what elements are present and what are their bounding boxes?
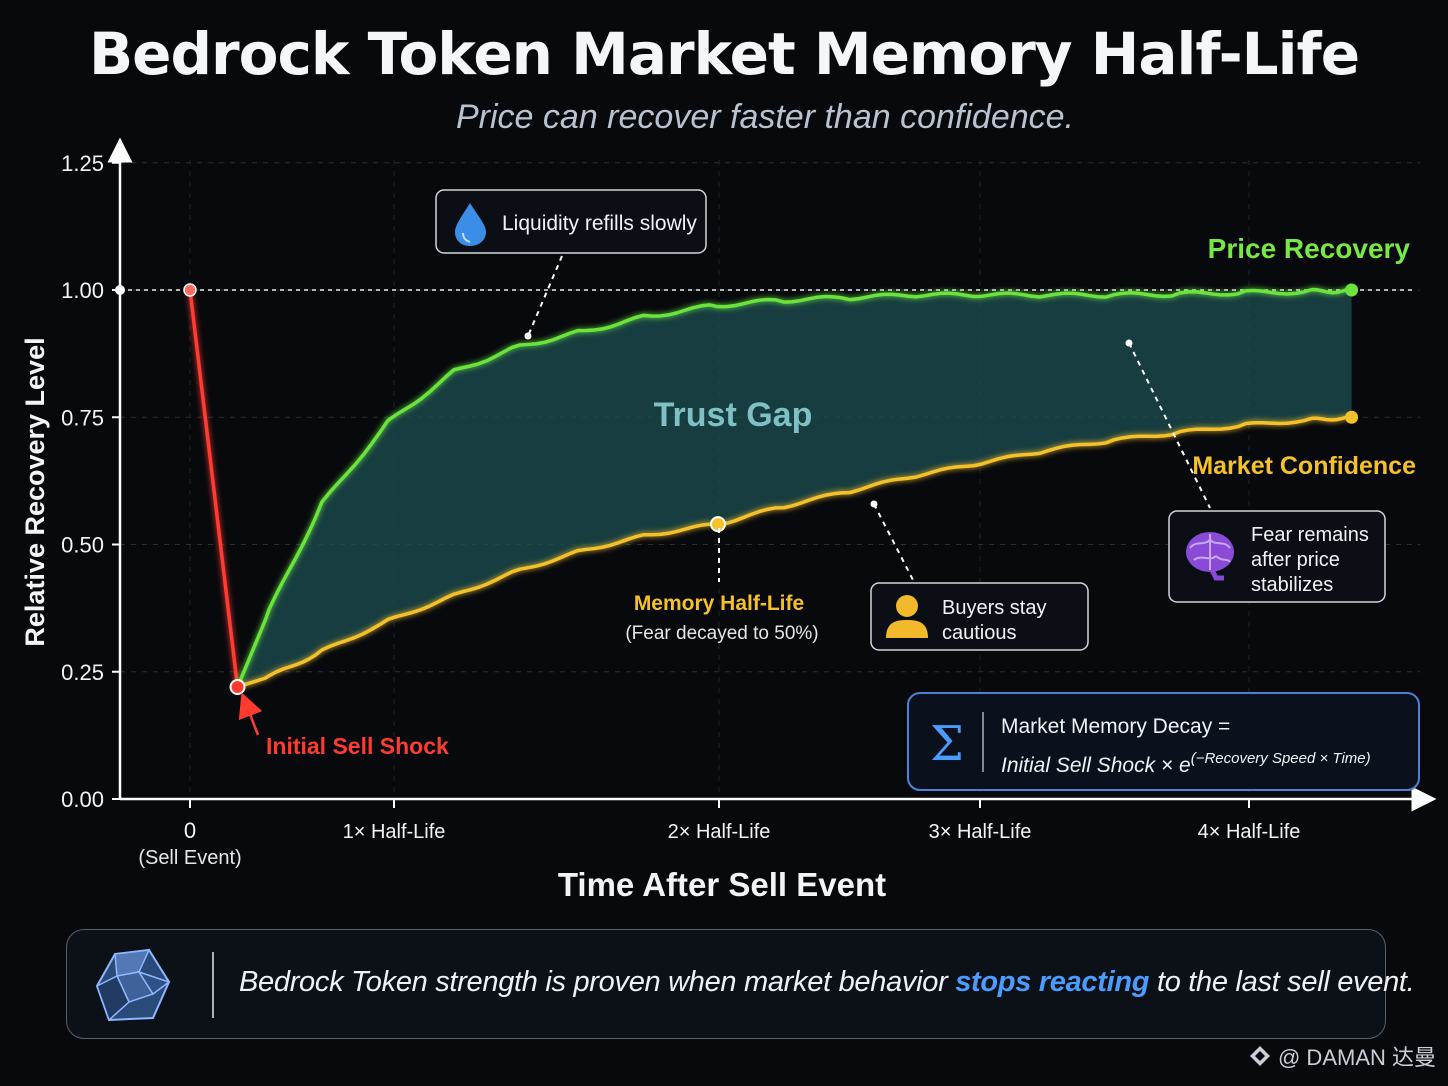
gem-icon bbox=[95, 948, 171, 1022]
trust-gap-area bbox=[237, 289, 1352, 688]
price-end-marker bbox=[1345, 283, 1359, 297]
y-tick-label: 1.00 bbox=[61, 278, 104, 303]
buyers-text-2: cautious bbox=[942, 622, 1017, 644]
sigma-icon: Σ bbox=[930, 716, 964, 772]
brain-icon bbox=[1186, 532, 1234, 581]
y-tick-label: 0.00 bbox=[61, 787, 104, 812]
x-tick-label: 1× Half-Life bbox=[343, 821, 446, 843]
formula-exponent: (−Recovery Speed × Time) bbox=[1191, 750, 1371, 767]
shock-label: Initial Sell Shock bbox=[266, 733, 449, 759]
x-axis-label: Time After Sell Event bbox=[558, 866, 886, 903]
recovery-chart: 1.25 1.00 0.75 0.50 0.25 0.00 0 1× Half-Life 2×… bbox=[20, 137, 1437, 903]
watermark-text: @ DAMAN 达曼 bbox=[1277, 1045, 1436, 1070]
x-tick-label: 3× Half-Life bbox=[929, 821, 1032, 843]
x-tick-labels: 0 1× Half-Life 2× Half-Life 3× Half-Life 4× … bbox=[138, 799, 1300, 869]
x-tick-label: 2× Half-Life bbox=[668, 821, 771, 843]
footer-msg-before: Bedrock Token strength is proven when ma… bbox=[239, 966, 956, 998]
shock-arrow bbox=[238, 692, 263, 736]
formula-base: Initial Sell Shock × e bbox=[1001, 754, 1191, 777]
origin-marker bbox=[115, 285, 125, 295]
diamond-logo-icon bbox=[1249, 1046, 1270, 1066]
watermark: @ DAMAN 达曼 bbox=[1248, 1040, 1436, 1072]
fear-text-1: Fear remains bbox=[1251, 524, 1369, 546]
page-subtitle: Price can recover faster than confidence… bbox=[456, 98, 1074, 136]
shock-line bbox=[188, 289, 240, 688]
series-label-confidence: Market Confidence bbox=[1192, 452, 1416, 480]
trust-gap-label: Trust Gap bbox=[654, 396, 813, 434]
formula-line-2: Initial Sell Shock × e(−Recovery Speed ×… bbox=[1001, 750, 1371, 777]
fear-text-3: stabilizes bbox=[1251, 574, 1333, 596]
liquidity-pointer bbox=[527, 255, 563, 337]
y-tick-label: 0.50 bbox=[61, 533, 104, 558]
x-tick-sublabel: (Sell Event) bbox=[138, 847, 241, 869]
confidence-end-marker bbox=[1345, 410, 1359, 424]
series-label-price: Price Recovery bbox=[1208, 233, 1411, 264]
fear-pointer bbox=[1128, 342, 1211, 509]
footer-msg-highlight: stops reacting bbox=[955, 966, 1150, 998]
y-tick-label: 1.25 bbox=[61, 151, 104, 176]
formula-line-1: Market Memory Decay = bbox=[1001, 715, 1230, 738]
person-icon bbox=[886, 595, 928, 638]
buyers-pointer bbox=[873, 503, 914, 581]
liquidity-callout bbox=[435, 189, 707, 254]
halflife-sublabel: (Fear decayed to 50%) bbox=[625, 623, 818, 644]
footer-message: Bedrock Token strength is proven when ma… bbox=[239, 966, 1415, 999]
x-tick-label: 4× Half-Life bbox=[1198, 821, 1301, 843]
footer-msg-after: to the last sell event. bbox=[1149, 966, 1415, 998]
footer-banner: Bedrock Token strength is proven when ma… bbox=[66, 929, 1415, 1039]
y-tick-label: 0.25 bbox=[61, 660, 104, 685]
series-line-price bbox=[235, 287, 1352, 688]
y-tick-label: 0.75 bbox=[61, 405, 104, 430]
halflife-label: Memory Half-Life bbox=[634, 592, 804, 615]
formula-box bbox=[907, 692, 1420, 791]
series-line-confidence bbox=[236, 415, 1352, 689]
liquidity-text: Liquidity refills slowly bbox=[502, 212, 697, 235]
shock-marker bbox=[229, 679, 246, 696]
page-title: Bedrock Token Market Memory Half-Life bbox=[88, 20, 1360, 88]
markers bbox=[115, 283, 1359, 696]
series-lines bbox=[120, 287, 1412, 689]
buyers-text-1: Buyers stay bbox=[942, 597, 1046, 619]
y-axis-label: Relative Recovery Level bbox=[20, 337, 50, 646]
trust-gap-fill bbox=[237, 289, 1352, 688]
footer-divider bbox=[212, 952, 214, 1018]
x-tick-label: 0 bbox=[184, 818, 196, 843]
fear-text-2: after price bbox=[1251, 549, 1340, 571]
axes bbox=[107, 137, 1437, 812]
y-tick-labels: 1.25 1.00 0.75 0.50 0.25 0.00 bbox=[61, 151, 120, 812]
sell-event-marker bbox=[183, 283, 197, 297]
